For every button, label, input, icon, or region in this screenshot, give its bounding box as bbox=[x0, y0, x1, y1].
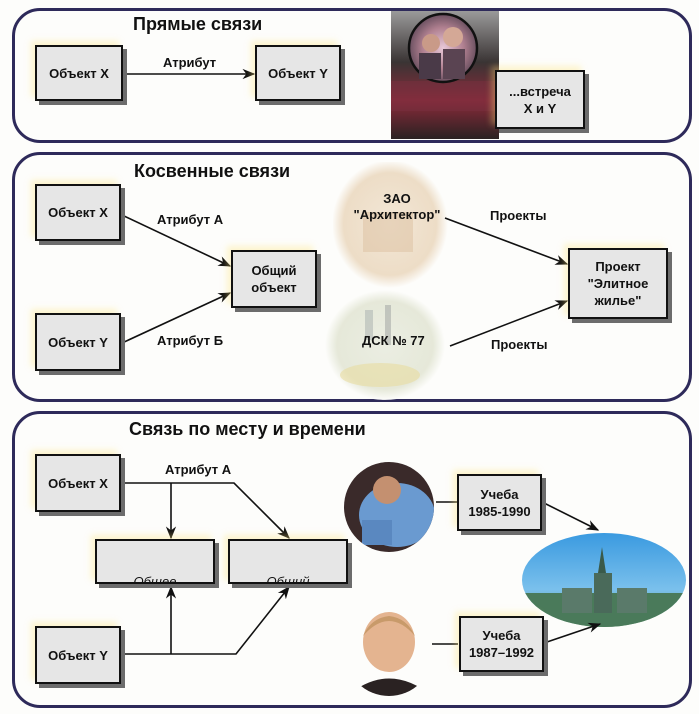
node-project-elite-housing[interactable]: Проект "Элитное жилье" bbox=[568, 248, 668, 319]
edge-label-attr: Атрибут bbox=[163, 55, 217, 70]
node-company-architect[interactable]: ЗАО "Архитектор" bbox=[353, 191, 441, 222]
node-object-x-place[interactable]: Объект X bbox=[35, 454, 121, 512]
edge-label-projects-1: Проекты bbox=[490, 208, 547, 223]
edge-label-attr-a: Атрибут А bbox=[157, 212, 224, 227]
node-study-1987-1992[interactable]: Учеба 1987–1992 bbox=[459, 616, 544, 672]
panel-title-indirect: Косвенные связи bbox=[134, 161, 291, 181]
edge-label-attr-a-place: Атрибут А bbox=[165, 462, 232, 477]
architect-photo bbox=[333, 162, 448, 288]
construction-photo bbox=[325, 290, 445, 400]
node-meeting[interactable]: ...встреча X и Y bbox=[495, 70, 585, 129]
node-common-place[interactable]: Общее bbox=[95, 539, 215, 584]
university-photo bbox=[522, 533, 686, 627]
edge-label-projects-2: Проекты bbox=[491, 337, 548, 352]
edge-label-attr-b: Атрибут Б bbox=[157, 333, 224, 348]
node-object-y-indirect[interactable]: Объект Y bbox=[35, 313, 121, 371]
node-common-object[interactable]: Общий объект bbox=[231, 250, 317, 308]
node-common-time[interactable]: Общий bbox=[228, 539, 348, 584]
node-study-1985-1990[interactable]: Учеба 1985-1990 bbox=[457, 474, 542, 531]
node-object-x-indirect[interactable]: Объект X bbox=[35, 184, 121, 241]
node-object-x[interactable]: Объект X bbox=[35, 45, 123, 101]
node-company-dsk77[interactable]: ДСК № 77 bbox=[362, 333, 425, 348]
panel-title-direct: Прямые связи bbox=[133, 14, 263, 34]
panel-title-place-time: Связь по месту и времени bbox=[129, 419, 366, 439]
meeting-photo bbox=[391, 11, 499, 139]
man-photo bbox=[344, 462, 434, 552]
node-object-y[interactable]: Объект Y bbox=[255, 45, 341, 101]
woman-photo bbox=[347, 608, 432, 696]
node-object-y-place[interactable]: Объект Y bbox=[35, 626, 121, 684]
